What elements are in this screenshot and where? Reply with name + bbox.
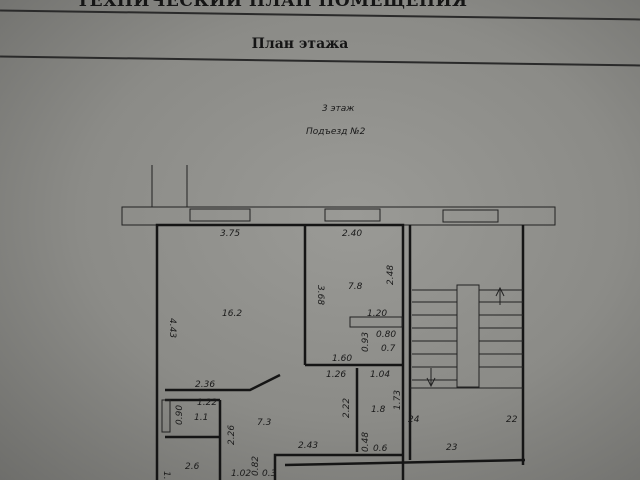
- document-title: ТЕХНИЧЕСКИЙ ПЛАН ПОМЕЩЕНИЯ: [76, 0, 468, 11]
- dim-label: 0.90: [175, 405, 185, 425]
- dim-label: 2.26: [227, 425, 237, 445]
- dim-label: 2.36: [195, 380, 215, 390]
- dim-label: 1.26: [326, 370, 346, 380]
- area-label: 16.2: [222, 309, 242, 319]
- dim-label: 3.68: [315, 285, 325, 305]
- arrow-up-icon: [495, 286, 505, 305]
- dim-label: 2.48: [386, 265, 396, 285]
- dim-label: 0.80: [376, 330, 396, 340]
- entrance-label: Подъезд №2: [306, 127, 366, 137]
- dim-label: 1.73: [393, 390, 403, 410]
- staircase: [410, 284, 523, 389]
- dim-label: 2.43: [298, 441, 318, 451]
- balcony: [121, 165, 556, 226]
- dim-label: 1.02: [231, 469, 251, 479]
- stair-label: 22: [506, 415, 518, 425]
- area-label: 1.1: [194, 413, 208, 423]
- area-label: 7.8: [348, 282, 363, 292]
- dim-label: 4.43: [167, 318, 177, 338]
- walls: [155, 223, 526, 480]
- dim-label: 3.75: [220, 229, 240, 239]
- stair-label: 24: [408, 415, 420, 425]
- stair-label: 23: [446, 443, 458, 453]
- area-label: 2.6: [185, 462, 200, 472]
- dim-label: 1.22: [197, 398, 217, 408]
- area-label: 0.7: [381, 344, 396, 354]
- dim-label: 0.82: [251, 456, 261, 476]
- arrow-down-icon: [426, 368, 436, 388]
- dim-label: 0.48: [361, 432, 371, 452]
- area-label: 7.3: [257, 418, 272, 428]
- dim-label: 2.40: [342, 229, 362, 239]
- dim-label: 1.04: [370, 370, 390, 380]
- floor-label: 3 этаж: [322, 104, 355, 114]
- dim-label: 1.60: [332, 354, 352, 364]
- dim-label: 1.68: [161, 471, 171, 480]
- dim-label: 1.20: [367, 309, 387, 319]
- plan-subtitle: План этажа: [251, 36, 349, 52]
- area-label: 0.3: [262, 469, 277, 479]
- dimension-labels: 3.75 2.40 2.48 4.43 16.2 3.68 7.8 1.20 0…: [161, 229, 518, 480]
- dim-label: 2.22: [342, 398, 352, 418]
- area-label: 1.8: [371, 405, 386, 415]
- dim-label: 0.93: [361, 332, 371, 352]
- area-label: 0.6: [373, 444, 388, 454]
